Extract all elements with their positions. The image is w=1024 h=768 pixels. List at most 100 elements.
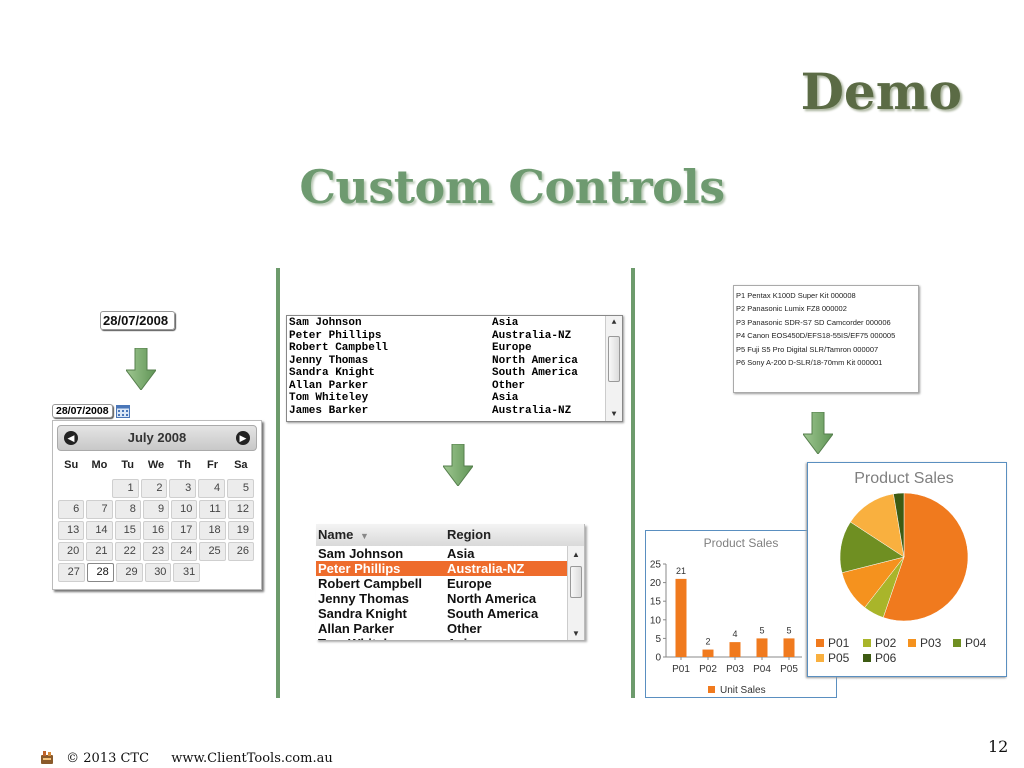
bar-data-label: 4 [732, 629, 737, 639]
calendar-day[interactable]: 3 [169, 479, 197, 498]
calendar-day[interactable]: 31 [173, 563, 201, 582]
calendar-day[interactable]: 8 [114, 500, 141, 519]
calendar-day[interactable]: 18 [199, 521, 226, 540]
product-list-item: P3 Panasonic SDR-S7 SD Camcorder 000006 [736, 317, 891, 327]
legend-label: P03 [920, 636, 942, 650]
calendar-day[interactable]: 4 [198, 479, 226, 498]
y-tick-label: 15 [650, 597, 662, 608]
scroll-thumb[interactable] [608, 336, 620, 382]
calendar-day[interactable]: 1 [111, 479, 139, 498]
next-month-icon[interactable]: ▶ [236, 431, 250, 445]
calendar-day[interactable]: 6 [58, 500, 85, 519]
grid-scrollbar[interactable]: ▲ ▼ [567, 546, 584, 640]
list-item-region: South America [492, 367, 578, 379]
grid-header-name-label[interactable]: Name [318, 527, 354, 542]
legend-label: Unit Sales [720, 685, 766, 696]
grid-header-region[interactable]: Region [447, 527, 492, 542]
calendar-day[interactable]: 14 [86, 521, 113, 540]
bar-data-label: 21 [676, 566, 686, 576]
chart-title: Product Sales [704, 536, 779, 550]
calendar-day[interactable]: 29 [115, 563, 143, 582]
footer-website[interactable]: www.ClientTools.com.au [171, 751, 333, 766]
grid-cell-region: Asia [447, 636, 567, 640]
legend-swatch [816, 639, 824, 647]
scroll-down-icon[interactable]: ▼ [572, 629, 580, 638]
calendar-day[interactable]: 23 [142, 542, 170, 561]
grid-row[interactable]: Allan Parker Other [316, 621, 584, 636]
grid-cell-name: Allan Parker [318, 621, 394, 636]
scroll-down-icon[interactable]: ▼ [611, 410, 617, 419]
grid-cell-name: Robert Campbell [318, 576, 423, 591]
calendar-day[interactable]: 7 [86, 500, 113, 519]
calendar-day[interactable]: 25 [199, 542, 226, 561]
grid-cell-region: Other [447, 621, 482, 636]
column-divider-left [276, 268, 280, 698]
calendar-day[interactable]: 27 [58, 563, 85, 582]
prev-month-icon[interactable]: ◀ [64, 431, 78, 445]
scroll-up-icon[interactable]: ▲ [611, 318, 617, 327]
calendar-day[interactable]: 22 [114, 542, 141, 561]
calendar-day[interactable]: 11 [199, 500, 226, 519]
calendar-day[interactable]: 10 [171, 500, 198, 519]
list-item[interactable]: Peter Phillips Australia-NZ [287, 330, 622, 343]
calendar-day[interactable]: 20 [58, 542, 85, 561]
calendar-day-selected[interactable]: 28 [86, 563, 114, 582]
date-input-expanded[interactable]: 28/07/2008 [52, 404, 130, 418]
list-item-name: Sandra Knight [289, 367, 375, 379]
scroll-thumb[interactable] [570, 566, 582, 598]
weekday-label: Th [177, 459, 191, 471]
scroll-up-icon[interactable]: ▲ [572, 550, 580, 559]
legend-label: P05 [828, 651, 850, 665]
list-item[interactable]: Sandra Knight South America [287, 367, 622, 380]
sort-descending-icon[interactable]: ▼ [360, 531, 369, 541]
listbox-scrollbar[interactable]: ▲ ▼ [605, 316, 622, 421]
calendar-day[interactable]: 17 [171, 521, 198, 540]
calendar-day[interactable]: 15 [114, 521, 141, 540]
list-item[interactable]: Sam Johnson Asia [287, 317, 622, 330]
x-tick-label: P05 [780, 664, 798, 675]
list-item-name: Sam Johnson [289, 317, 362, 329]
calendar-day[interactable]: 2 [140, 479, 168, 498]
list-item-name: Jenny Thomas [289, 354, 369, 367]
calendar-day[interactable]: 5 [227, 479, 255, 498]
date-input-value[interactable]: 28/07/2008 [100, 311, 176, 330]
legend-swatch [953, 639, 961, 647]
list-item-region: Europe [492, 342, 532, 354]
list-item-name: Peter Phillips [289, 329, 382, 342]
list-item-region: Australia-NZ [492, 329, 572, 342]
calendar-day[interactable]: 13 [58, 521, 85, 540]
calendar-day[interactable]: 16 [142, 521, 170, 540]
date-input-small-value[interactable]: 28/07/2008 [52, 404, 113, 418]
calendar-day[interactable]: 21 [86, 542, 113, 561]
calendar-day[interactable]: 12 [227, 500, 254, 519]
date-input[interactable]: 28/07/2008 [100, 311, 176, 330]
grid-cell-name: Sam Johnson [318, 546, 404, 561]
calendar-day[interactable]: 26 [227, 542, 254, 561]
calendar-day[interactable]: 9 [142, 500, 170, 519]
arrow-down-icon [443, 444, 473, 486]
calendar-day[interactable]: 24 [171, 542, 198, 561]
list-item-region: Asia [492, 317, 519, 329]
x-tick-label: P01 [672, 664, 690, 675]
calendar-day[interactable]: 19 [227, 521, 254, 540]
calendar-icon[interactable] [115, 404, 130, 418]
calendar-day-empty [202, 563, 227, 582]
grid-header-name[interactable]: Name ▼ [316, 524, 447, 546]
calendar-day[interactable]: 30 [144, 563, 172, 582]
